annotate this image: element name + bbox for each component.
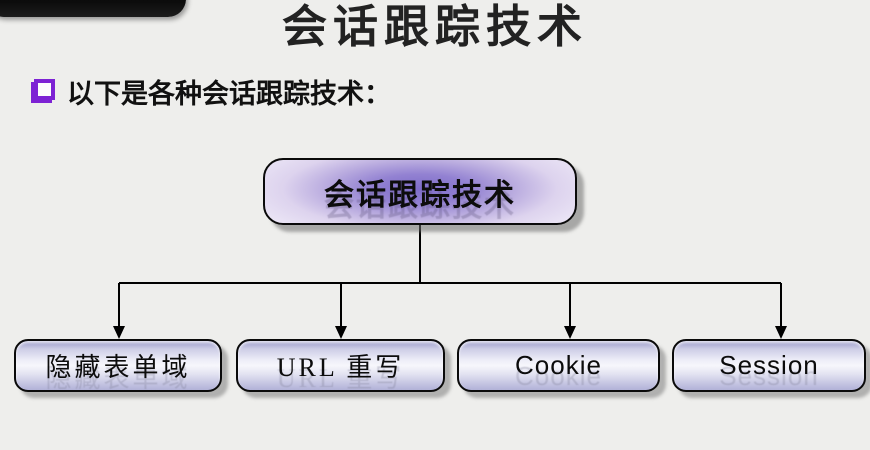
corner-banner-decoration	[0, 0, 186, 17]
diagram-node-label: Cookie	[515, 350, 602, 380]
diagram-node-hidden-form-field: 隐藏表单域	[14, 339, 222, 392]
bullet-row: 以下是各种会话跟踪技术：	[34, 72, 391, 111]
arrowhead-icon	[113, 326, 125, 339]
diagram-node-label: URL 重写	[276, 353, 405, 382]
diagram-node-label: 隐藏表单域	[45, 353, 191, 382]
bullet-text: 以下是各种会话跟踪技术：	[67, 79, 391, 109]
arrowhead-icon	[564, 326, 576, 339]
arrowhead-icon	[775, 326, 787, 339]
diagram-node-label: Session	[719, 350, 819, 380]
diagram-node-session: Session	[672, 339, 866, 392]
diagram-root-label: 会话跟踪技术	[324, 178, 516, 212]
arrowhead-icon	[335, 326, 347, 339]
diagram-node-url-rewriting: URL 重写	[236, 339, 445, 392]
diagram-node-cookie: Cookie	[457, 339, 660, 392]
diagram-root-node: 会话跟踪技术	[263, 158, 577, 225]
bullet-square-icon	[34, 79, 55, 100]
slide-title: 会话跟踪技术	[281, 2, 588, 52]
